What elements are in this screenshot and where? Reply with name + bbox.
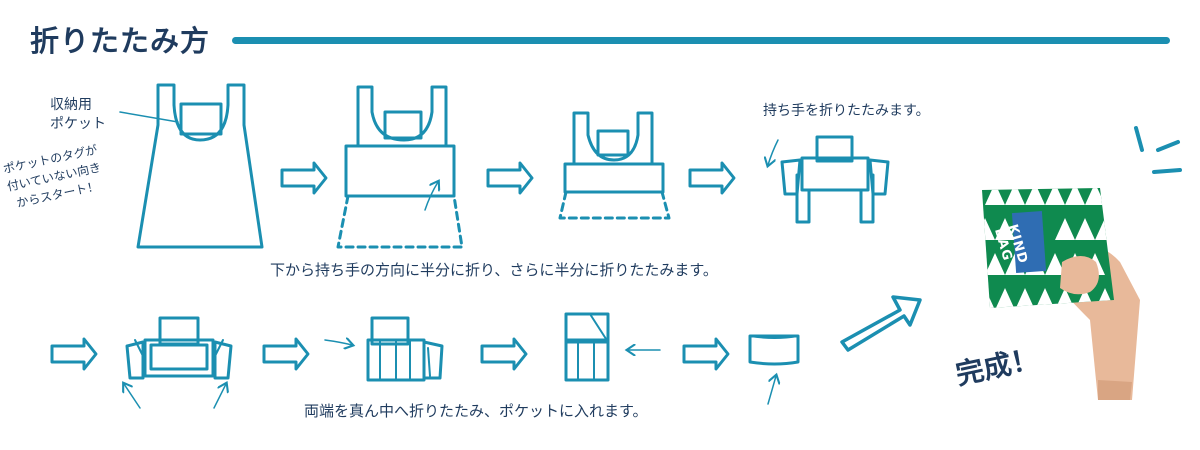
next-step-arrow <box>688 161 736 195</box>
next-step-arrow <box>50 337 98 371</box>
step-8-tucked-into-pocket <box>748 334 800 405</box>
finished-bag-photo <box>982 188 1140 400</box>
page-title: 折りたたみ方 <box>30 24 211 58</box>
next-step-arrow <box>280 161 328 195</box>
row-2-caption: 両端を真ん中へ折りたたみ、ポケットに入れます。 <box>304 402 648 420</box>
step-3-folded-again <box>558 111 671 220</box>
pocket-label-line-1: 収納用 <box>50 97 92 113</box>
next-step-arrow <box>262 337 310 371</box>
next-step-arrow <box>480 337 528 371</box>
row-1-caption: 下から持ち手の方向に半分に折り、さらに半分に折りたたみます。 <box>270 261 718 279</box>
title-underline <box>232 37 1170 44</box>
sparkle-mark <box>1134 126 1144 152</box>
step-5-sides-ready <box>124 316 233 409</box>
step-6-right-side-folded <box>324 316 444 382</box>
completion-arrow <box>840 295 922 352</box>
pocket-label: 収納用 ポケット <box>50 96 106 134</box>
step-2-bottom-folded <box>336 85 464 249</box>
pocket-pointer-line <box>119 111 179 123</box>
step-7-left-side-folded <box>564 312 661 382</box>
step-4-handles-folded <box>768 135 890 224</box>
step-1-unfolded-bag <box>119 83 264 249</box>
next-step-arrow <box>682 337 730 371</box>
next-step-arrow <box>486 161 534 195</box>
handles-instruction: 持ち手を折りたたみます。 <box>763 103 930 119</box>
sparkle-mark <box>1156 140 1180 152</box>
sparkle-mark <box>1152 168 1182 174</box>
pocket-label-line-2: ポケット <box>50 116 106 132</box>
